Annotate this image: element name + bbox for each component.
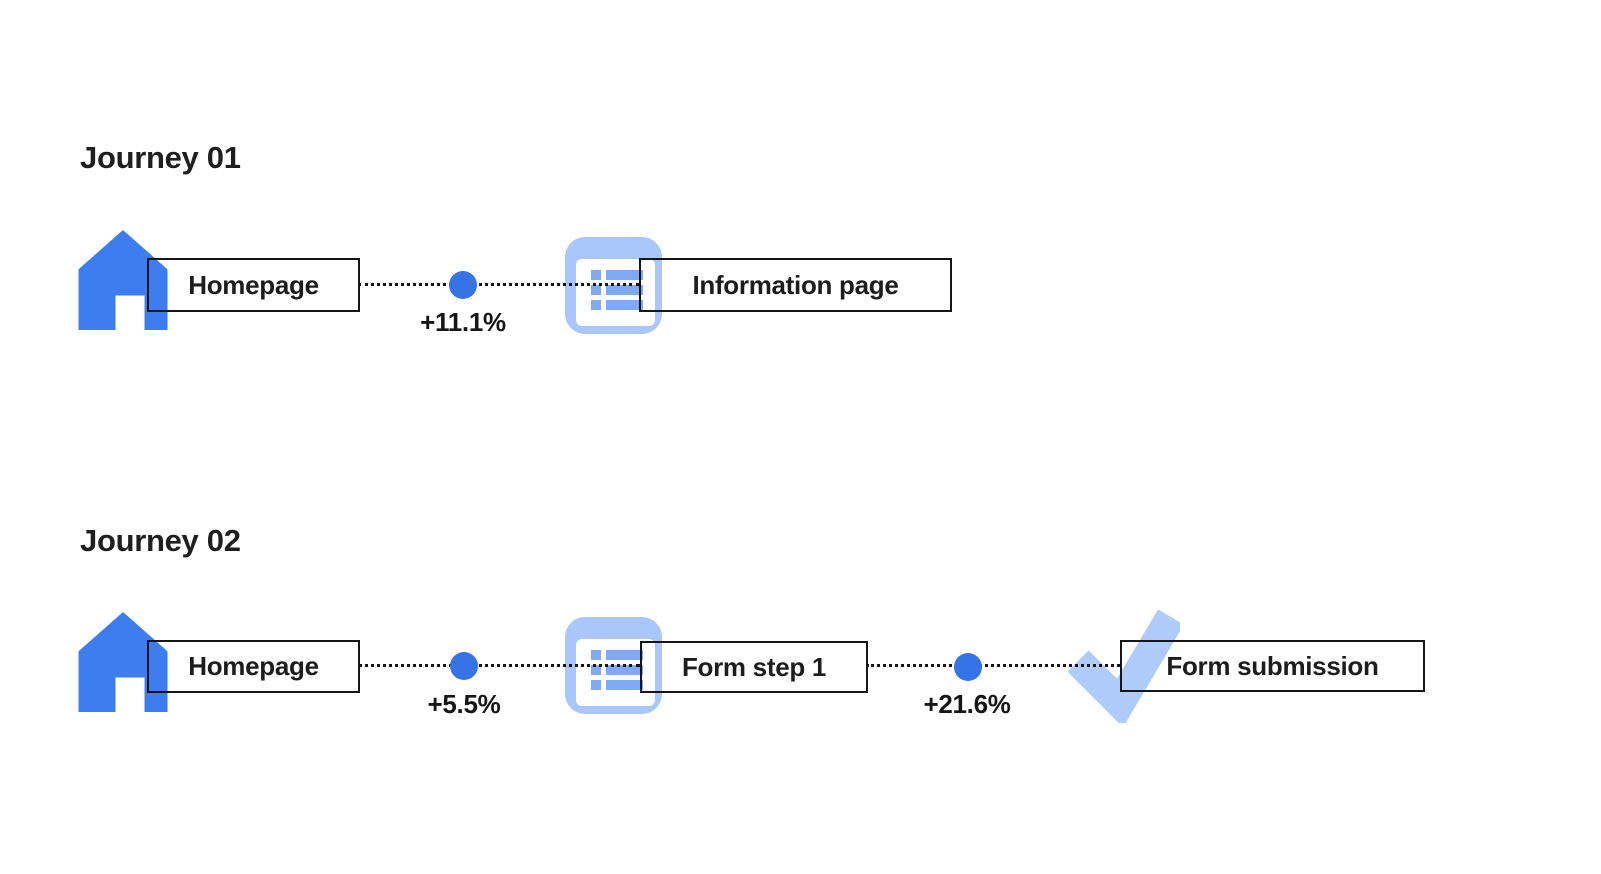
- home-icon: [78, 230, 168, 330]
- connector-dot: [449, 271, 477, 299]
- step-label: Form submission: [1166, 650, 1379, 681]
- journey-02-title: Journey 02: [80, 523, 241, 558]
- step-box-form-submission: Form submission: [1120, 640, 1425, 692]
- step-label: Form step 1: [681, 651, 827, 682]
- journey-01-title: Journey 01: [80, 140, 241, 175]
- step-label: Homepage: [188, 269, 319, 300]
- connector-dot: [954, 653, 982, 681]
- step-label: Information page: [692, 269, 899, 300]
- connector-line: [866, 664, 1120, 667]
- step-box-form-step-1: Form step 1: [640, 641, 868, 693]
- step-box-homepage: Homepage: [147, 640, 360, 693]
- connector-dot: [450, 652, 478, 680]
- connector-line: [358, 283, 639, 286]
- step-box-homepage: Homepage: [147, 258, 360, 312]
- home-icon: [78, 612, 168, 712]
- connector-delta: +11.1%: [420, 307, 506, 337]
- step-label: Homepage: [188, 651, 319, 681]
- connector-delta: +5.5%: [427, 689, 501, 719]
- check-icon: [1067, 609, 1180, 723]
- step-box-information-page: Information page: [639, 258, 952, 312]
- connector-line: [358, 664, 640, 667]
- connector-delta: +21.6%: [923, 689, 1011, 719]
